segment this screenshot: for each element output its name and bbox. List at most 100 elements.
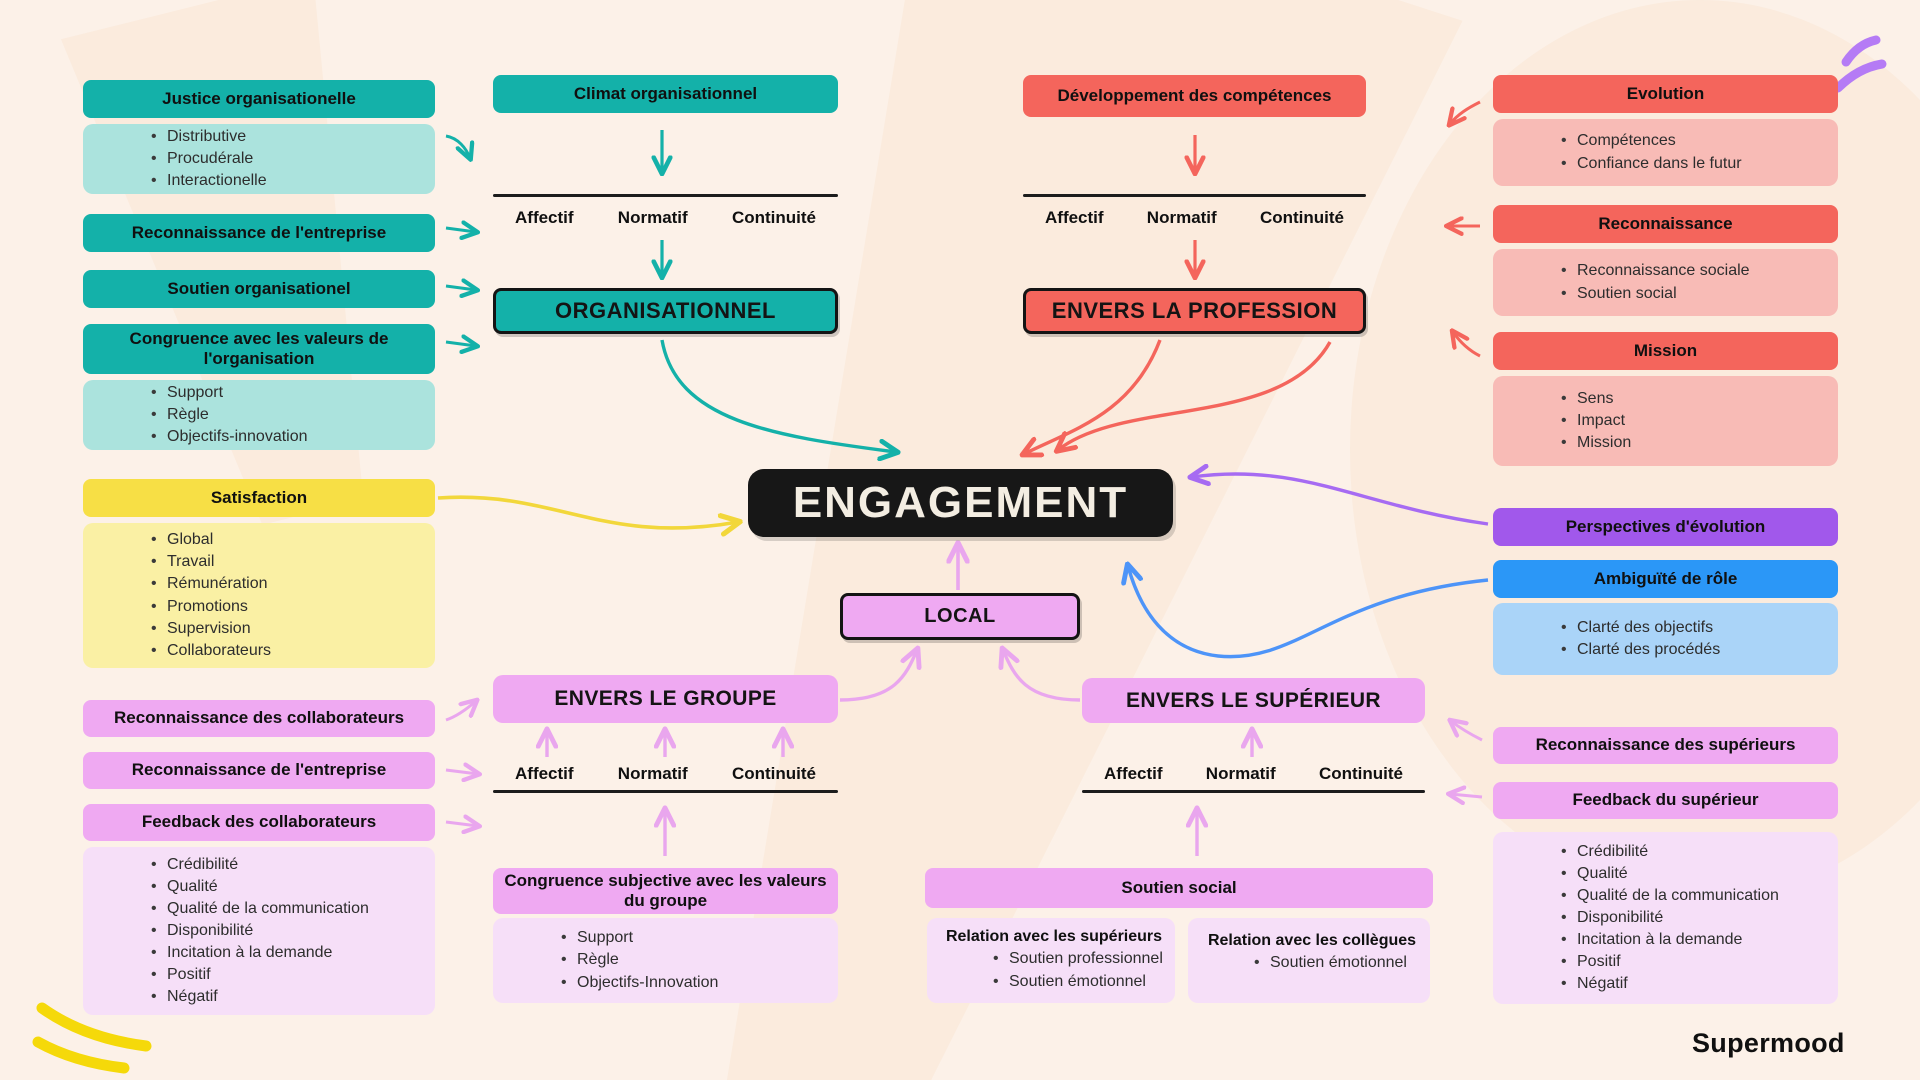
envers-le-superieur-box: ENVERS LE SUPÉRIEUR bbox=[1082, 678, 1425, 723]
dimension-continuite: Continuité bbox=[1259, 208, 1344, 227]
list-item: Négatif bbox=[149, 986, 425, 1008]
prof-dimensions: Affectif Normatif Continuité bbox=[1023, 206, 1366, 230]
supermood-logo: Supermood bbox=[1692, 1028, 1845, 1058]
relation-collegues-title: Relation avec les collègues bbox=[1207, 932, 1417, 949]
list-item: Objectifs-innovation bbox=[149, 426, 425, 448]
list-item: Incitation à la demande bbox=[1559, 929, 1828, 951]
list-item: Qualité de la communication bbox=[149, 898, 425, 920]
list-item: Règle bbox=[149, 404, 425, 426]
dimension-continuite: Continuité bbox=[1318, 764, 1403, 783]
list-item: Positif bbox=[1559, 951, 1828, 973]
org-dimensions-rule bbox=[493, 194, 838, 197]
list-item: Qualité de la communication bbox=[1559, 885, 1828, 907]
soutien-social-header: Soutien social bbox=[925, 868, 1433, 908]
reconnaissance-superieurs-header: Reconnaissance des supérieurs bbox=[1493, 727, 1838, 764]
dimension-affectif: Affectif bbox=[515, 764, 574, 783]
list-item: Reconnaissance sociale bbox=[1559, 260, 1828, 282]
list-item: Mission bbox=[1559, 432, 1828, 454]
list-item: Crédibilité bbox=[1559, 841, 1828, 863]
satisfaction-list: Global Travail Rémunération Promotions S… bbox=[83, 523, 435, 668]
dimension-normatif: Normatif bbox=[1146, 208, 1217, 227]
relation-superieurs-title: Relation avec les supérieurs bbox=[945, 928, 1163, 946]
list-item: Confiance dans le futur bbox=[1559, 153, 1828, 175]
list-item: Soutien émotionnel bbox=[991, 971, 1167, 993]
developpement-competences-header: Développement des compétences bbox=[1023, 75, 1366, 117]
org-dimensions: Affectif Normatif Continuité bbox=[493, 206, 838, 230]
satisfaction-header: Satisfaction bbox=[83, 479, 435, 517]
list-item: Interactionelle bbox=[149, 170, 425, 192]
list-item: Soutien professionnel bbox=[991, 948, 1167, 970]
envers-la-profession-box: ENVERS LA PROFESSION bbox=[1023, 288, 1366, 334]
organisationnel-box: ORGANISATIONNEL bbox=[493, 288, 838, 334]
feedback-collaborateurs-header: Feedback des collaborateurs bbox=[83, 804, 435, 841]
reconnaissance-entreprise-header: Reconnaissance de l'entreprise bbox=[83, 214, 435, 252]
evolution-list: Compétences Confiance dans le futur bbox=[1493, 119, 1838, 186]
congruence-organisation-header: Congruence avec les valeurs de l'organis… bbox=[83, 324, 435, 374]
dimension-affectif: Affectif bbox=[1045, 208, 1104, 227]
feedback-superieur-header: Feedback du supérieur bbox=[1493, 782, 1838, 819]
perspectives-evolution-header: Perspectives d'évolution bbox=[1493, 508, 1838, 546]
envers-le-groupe-box: ENVERS LE GROUPE bbox=[493, 675, 838, 723]
evolution-header: Evolution bbox=[1493, 75, 1838, 113]
list-item: Disponibilité bbox=[149, 920, 425, 942]
congruence-organisation-list: Support Règle Objectifs-innovation bbox=[83, 380, 435, 450]
list-item: Crédibilité bbox=[149, 854, 425, 876]
congruence-groupe-header: Congruence subjective avec les valeurs d… bbox=[493, 868, 838, 914]
list-item: Qualité bbox=[149, 876, 425, 898]
dimension-affectif: Affectif bbox=[1104, 764, 1163, 783]
list-item: Règle bbox=[559, 949, 828, 971]
list-item: Global bbox=[149, 529, 425, 551]
list-item: Rémunération bbox=[149, 573, 425, 595]
mission-list: Sens Impact Mission bbox=[1493, 376, 1838, 466]
list-item: Objectifs-Innovation bbox=[559, 972, 828, 994]
list-item: Positif bbox=[149, 964, 425, 986]
reconnaissance-collaborateurs-header: Reconnaissance des collaborateurs bbox=[83, 700, 435, 737]
dimension-normatif: Normatif bbox=[617, 208, 688, 227]
relation-superieurs-box: Relation avec les supérieurs Soutien pro… bbox=[927, 918, 1175, 1003]
mission-header: Mission bbox=[1493, 332, 1838, 370]
list-item: Disponibilité bbox=[1559, 907, 1828, 929]
dimension-continuite: Continuité bbox=[731, 208, 816, 227]
relation-collegues-box: Relation avec les collègues Soutien émot… bbox=[1188, 918, 1430, 1003]
dimension-affectif: Affectif bbox=[515, 208, 574, 227]
list-item: Travail bbox=[149, 551, 425, 573]
prof-dimensions-rule bbox=[1023, 194, 1366, 197]
list-item: Support bbox=[559, 927, 828, 949]
list-item: Soutien émotionnel bbox=[1252, 952, 1422, 974]
superior-dimensions-rule bbox=[1082, 790, 1425, 793]
list-item: Promotions bbox=[149, 596, 425, 618]
superior-dimensions: Affectif Normatif Continuité bbox=[1082, 762, 1425, 786]
list-item: Support bbox=[149, 382, 425, 404]
justice-organisationnelle-header: Justice organisationelle bbox=[83, 80, 435, 118]
list-item: Négatif bbox=[1559, 973, 1828, 995]
list-item: Supervision bbox=[149, 618, 425, 640]
list-item: Soutien social bbox=[1559, 283, 1828, 305]
justice-list: Distributive Procudérale Interactionelle bbox=[83, 124, 435, 194]
list-item: Compétences bbox=[1559, 130, 1828, 152]
group-dimensions-rule bbox=[493, 790, 838, 793]
list-item: Qualité bbox=[1559, 863, 1828, 885]
feedback-collaborateurs-list: Crédibilité Qualité Qualité de la commun… bbox=[83, 847, 435, 1015]
engagement-box: ENGAGEMENT bbox=[748, 469, 1173, 537]
climat-organisationnel-header: Climat organisationnel bbox=[493, 75, 838, 113]
reconnaissance-header: Reconnaissance bbox=[1493, 205, 1838, 243]
list-item: Sens bbox=[1559, 388, 1828, 410]
congruence-groupe-list: Support Règle Objectifs-Innovation bbox=[493, 918, 838, 1003]
dimension-normatif: Normatif bbox=[1205, 764, 1276, 783]
dimension-normatif: Normatif bbox=[617, 764, 688, 783]
local-box: LOCAL bbox=[840, 593, 1080, 640]
yellow-squiggle-decoration bbox=[32, 1002, 152, 1074]
list-item: Clarté des objectifs bbox=[1559, 617, 1828, 639]
list-item: Distributive bbox=[149, 126, 425, 148]
group-dimensions: Affectif Normatif Continuité bbox=[493, 762, 838, 786]
feedback-superieur-list: Crédibilité Qualité Qualité de la commun… bbox=[1493, 832, 1838, 1004]
purple-squiggle-decoration bbox=[1833, 35, 1887, 93]
list-item: Procudérale bbox=[149, 148, 425, 170]
reconnaissance-entreprise-2-header: Reconnaissance de l'entreprise bbox=[83, 752, 435, 789]
soutien-organisationnel-header: Soutien organisationel bbox=[83, 270, 435, 308]
list-item: Collaborateurs bbox=[149, 640, 425, 662]
dimension-continuite: Continuité bbox=[731, 764, 816, 783]
ambiguite-list: Clarté des objectifs Clarté des procédés bbox=[1493, 603, 1838, 675]
